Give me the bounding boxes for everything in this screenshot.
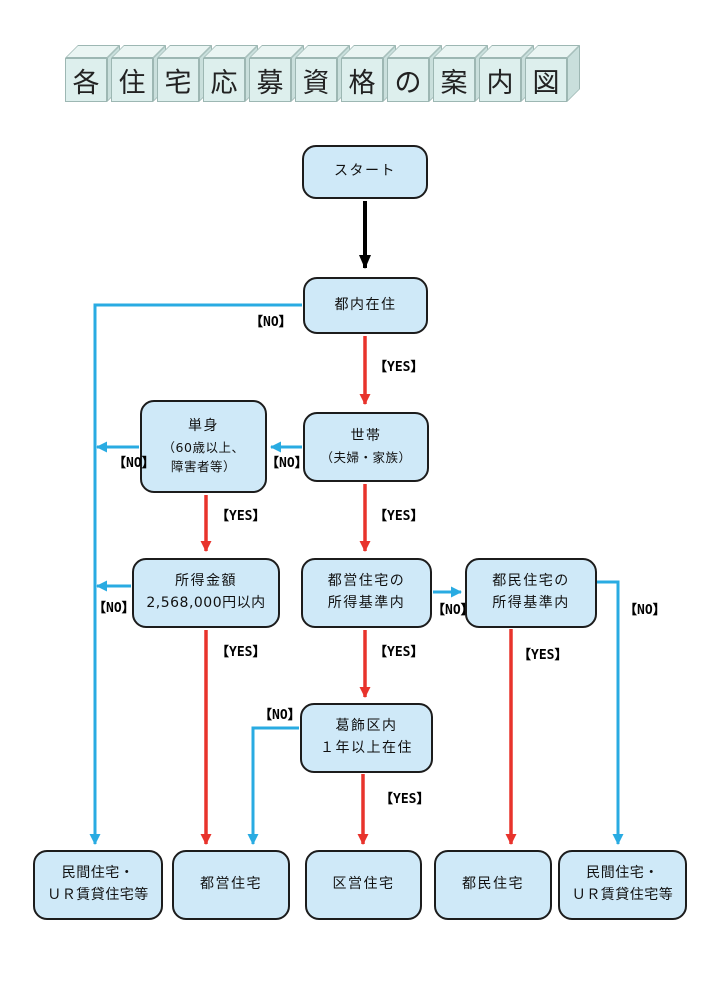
node-tomin-jutaku: 都民住宅 xyxy=(434,850,552,920)
label-no-katsushika: 【NO】 xyxy=(259,708,301,723)
title-char: 図 xyxy=(525,58,567,102)
label-no-tanshin: 【NO】 xyxy=(113,456,155,471)
title-cube: 宅 xyxy=(157,45,213,103)
title-cube: 募 xyxy=(249,45,305,103)
edge-katsushika-no-to-toei xyxy=(247,726,299,845)
title-cube: 格 xyxy=(341,45,397,103)
node-text: 障害者等） xyxy=(170,459,236,475)
label-no-tonai: 【NO】 xyxy=(250,315,292,330)
title-char: 住 xyxy=(111,58,153,102)
node-tomin-kijun: 都民住宅の 所得基準内 xyxy=(465,558,597,628)
title-char: 内 xyxy=(479,58,521,102)
node-text: 民間住宅・ xyxy=(586,865,659,882)
node-toei-kijun: 都営住宅の 所得基準内 xyxy=(301,558,432,628)
label-yes-tanshin: 【YES】 xyxy=(216,509,266,524)
title-cube: 応 xyxy=(203,45,259,103)
node-start: スタート xyxy=(302,145,428,199)
label-no-shotoku: 【NO】 xyxy=(93,601,135,616)
label-yes-toei-kijun: 【YES】 xyxy=(374,645,424,660)
node-kuei-jutaku: 区営住宅 xyxy=(305,850,422,920)
node-text: 区営住宅 xyxy=(332,876,395,893)
node-text: 民間住宅・ xyxy=(61,865,135,882)
title-char: 応 xyxy=(203,58,245,102)
node-text: 所得基準内 xyxy=(327,595,406,611)
node-tanshin: 単身 （60歳以上、 障害者等） xyxy=(140,400,267,493)
title-char: 案 xyxy=(433,58,475,102)
node-text: 所得金額 xyxy=(175,573,237,590)
title-char: 格 xyxy=(341,58,383,102)
node-text: 葛飾区内 xyxy=(335,718,398,735)
node-text: （夫婦・家族） xyxy=(320,450,412,466)
node-text: 都内在住 xyxy=(334,296,397,313)
title-char: の xyxy=(387,58,429,102)
node-minkan-right: 民間住宅・ ＵＲ賃貸住宅等 xyxy=(558,850,687,920)
page-title: 各 住 宅 応 募 資 格 の 案 内 図 xyxy=(0,0,707,120)
node-text: 都営住宅の xyxy=(327,573,406,590)
label-yes-setai: 【YES】 xyxy=(374,509,424,524)
label-yes-katsushika: 【YES】 xyxy=(380,792,430,807)
title-cube: 各 xyxy=(65,45,121,103)
label-yes-tonai: 【YES】 xyxy=(374,360,424,375)
node-text: 都民住宅の xyxy=(492,573,570,590)
title-cube: 案 xyxy=(433,45,489,103)
node-setai: 世帯 （夫婦・家族） xyxy=(303,412,429,482)
node-text: 世帯 xyxy=(350,428,382,445)
edge-tomin-kijun-no-to-minkan-right xyxy=(597,580,624,845)
node-minkan-left: 民間住宅・ ＵＲ賃貸住宅等 xyxy=(33,850,163,920)
node-shotoku-kingaku: 所得金額 2,568,000円以内 xyxy=(132,558,280,628)
node-katsushika: 葛飾区内 １年以上在住 xyxy=(300,703,433,773)
node-text: １年以上在住 xyxy=(320,740,413,756)
label-no-tomin-kijun: 【NO】 xyxy=(624,603,666,618)
label-no-setai: 【NO】 xyxy=(266,456,308,471)
title-cube: の xyxy=(387,45,443,103)
edge-tonai-no-to-minkan-left xyxy=(89,303,302,845)
title-char: 各 xyxy=(65,58,107,102)
title-cube: 図 xyxy=(525,45,581,103)
title-char: 資 xyxy=(295,58,337,102)
node-text: （60歳以上、 xyxy=(162,439,245,455)
node-text: 都民住宅 xyxy=(462,876,524,893)
title-char: 宅 xyxy=(157,58,199,102)
label-yes-tomin-kijun: 【YES】 xyxy=(518,648,568,663)
label-no-toei-kijun: 【NO】 xyxy=(432,603,474,618)
node-text: スタート xyxy=(334,163,396,180)
node-toei-jutaku: 都営住宅 xyxy=(172,850,290,920)
title-cube: 住 xyxy=(111,45,167,103)
node-text: 単身 xyxy=(188,418,219,435)
node-text: 2,568,000円以内 xyxy=(146,595,266,611)
node-text: ＵＲ賃貸住宅等 xyxy=(571,887,674,903)
label-yes-shotoku: 【YES】 xyxy=(216,645,266,660)
title-char: 募 xyxy=(249,58,291,102)
node-text: ＵＲ賃貸住宅等 xyxy=(47,887,149,903)
title-cube: 内 xyxy=(479,45,535,103)
title-cube: 資 xyxy=(295,45,351,103)
node-text: 都営住宅 xyxy=(200,876,262,893)
node-tonai-zaiju: 都内在住 xyxy=(303,277,428,334)
node-text: 所得基準内 xyxy=(492,595,570,611)
